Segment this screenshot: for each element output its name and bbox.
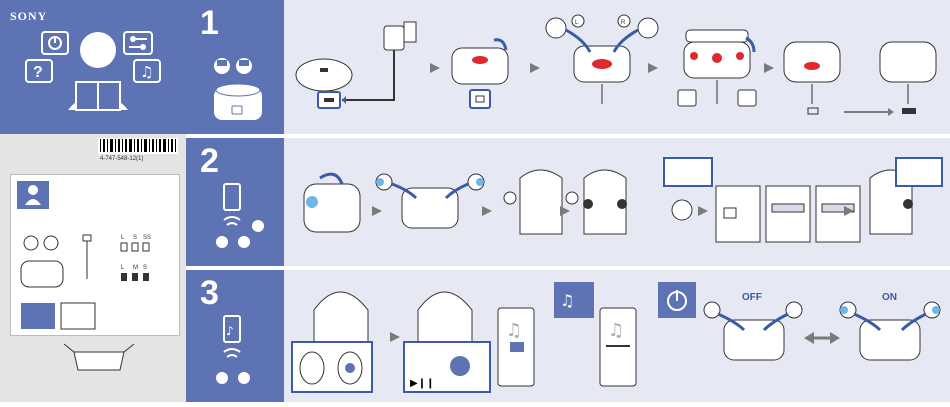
step-1-sidebar: 1: [186, 0, 284, 134]
arrow-icon: [482, 206, 492, 216]
arrow-icon: [698, 206, 708, 216]
svg-text:L: L: [121, 265, 125, 271]
step-3-panel: ▶❙❙ ♫ ♫ ♫ OFF: [284, 270, 950, 402]
package-contents-panel: 4-747-548-12(1) L S SS L M S: [0, 134, 186, 402]
earbuds-inserted-illustration: [678, 30, 756, 106]
insert-earbud-illustration: [292, 292, 372, 392]
contents-box: L S SS L M S: [10, 174, 180, 336]
head-confirm-illustration: [870, 158, 942, 234]
earbuds-on-illustration: ON: [840, 292, 940, 360]
svg-text:?: ?: [33, 64, 43, 81]
case-usb-illustration: [296, 22, 416, 108]
reading-user-illustration: ? ♫: [20, 22, 170, 130]
case-pairing-illustration: [304, 174, 360, 232]
volume-icon: ♫: [554, 282, 594, 318]
arrow-icon: [764, 63, 774, 73]
svg-text:SS: SS: [143, 235, 151, 241]
step-1-number: 1: [200, 4, 219, 43]
barcode-number: 4-747-548-12(1): [100, 156, 143, 162]
earbuds-pairing-illustration: [376, 174, 484, 228]
case-charged-illustration: [880, 42, 936, 114]
svg-text:♫: ♫: [560, 291, 574, 310]
svg-text:♪: ♪: [226, 324, 234, 338]
package-box-icon: [64, 342, 134, 372]
arrow-icon: [530, 63, 540, 73]
earbuds-off-illustration: OFF: [704, 292, 802, 360]
case-charging-illustration: [784, 42, 840, 114]
bidirectional-arrow-icon: [804, 332, 840, 344]
arrow-icon: [648, 63, 658, 73]
svg-text:L: L: [121, 235, 125, 241]
step-3-sidebar: 3 ♪: [186, 270, 284, 402]
off-label: OFF: [742, 292, 762, 303]
case-open-illustration: [452, 40, 508, 108]
question-icon: ?: [26, 60, 52, 82]
step-2-illustration: [284, 138, 950, 266]
step-2-panel: [284, 138, 950, 266]
smartphone-music-icon: ♪: [214, 314, 274, 398]
head-wearing-illustration: [583, 170, 627, 234]
svg-text:♫: ♫: [140, 63, 153, 81]
phone-volume-illustration: ♫: [600, 308, 636, 386]
step-1-panel: L R: [284, 0, 950, 134]
contents-illustration: L S SS L M S: [21, 235, 171, 331]
charging-case-icon: [210, 52, 270, 130]
svg-text:M: M: [133, 265, 138, 271]
earbuds-removed-illustration: L R: [546, 15, 658, 104]
phone-screens-illustration: [716, 186, 860, 242]
svg-text:♫: ♫: [506, 320, 522, 341]
svg-text:▶❙❙: ▶❙❙: [410, 378, 434, 389]
step-1-illustration: L R: [284, 0, 950, 134]
progress-arrow-icon: [844, 108, 894, 116]
step-3-number: 3: [200, 274, 219, 313]
arrow-icon: [372, 206, 382, 216]
step-3-illustration: ▶❙❙ ♫ ♫ ♫ OFF: [284, 270, 950, 402]
music-note-icon: ♫: [134, 60, 160, 82]
svg-text:♫: ♫: [608, 320, 624, 341]
head-illustration: [504, 170, 578, 234]
svg-text:S: S: [133, 235, 137, 241]
svg-text:S: S: [143, 265, 147, 271]
ear-tips-sizes: L S SS L M S: [121, 235, 151, 281]
settings-toggle-icon: [124, 32, 152, 54]
step-2-number: 2: [200, 142, 219, 181]
arrow-icon: [390, 332, 400, 342]
power-icon: [42, 32, 68, 54]
arrow-icon: [560, 206, 570, 216]
step-2-sidebar: 2: [186, 138, 284, 266]
contents-icon: [17, 181, 49, 209]
arrow-icon: [430, 63, 440, 73]
play-pause-illustration: ▶❙❙: [404, 292, 490, 392]
power-button-icon: [658, 282, 696, 318]
phone-music-illustration: ♫: [498, 308, 534, 386]
smartphone-bluetooth-icon: [214, 182, 274, 262]
right-label: R: [621, 20, 626, 26]
on-label: ON: [882, 292, 897, 303]
